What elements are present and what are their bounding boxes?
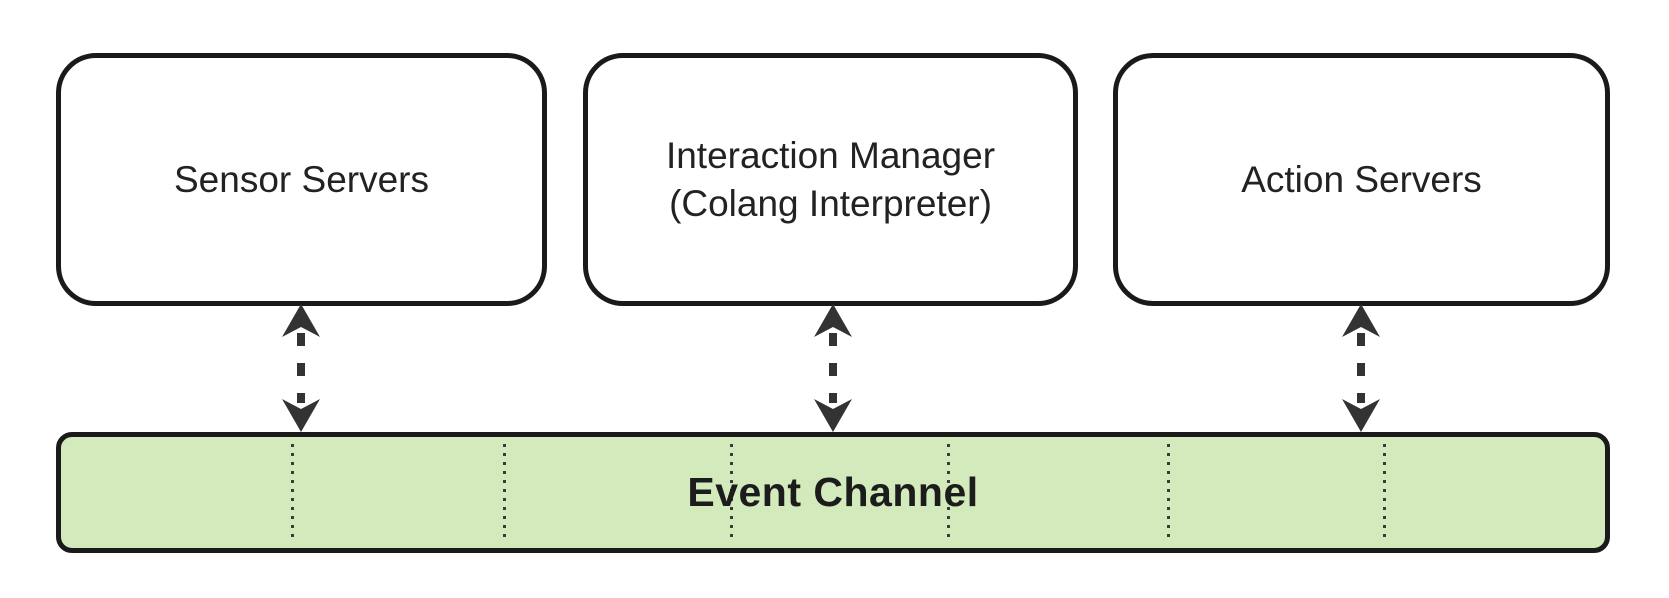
node-label: Action Servers xyxy=(1241,158,1482,200)
channel-divider-dotted-line xyxy=(291,444,295,541)
channel-divider-dotted-line xyxy=(502,444,506,541)
channel-divider-dotted-line xyxy=(947,444,951,541)
bidirectional-dashed-arrow-icon xyxy=(1342,304,1380,432)
event-channel-bar: Event Channel xyxy=(56,432,1610,553)
node-interaction-manager: Interaction Manager (Colang Interpreter) xyxy=(583,53,1078,306)
channel-divider-dotted-line xyxy=(1166,444,1170,541)
node-sensor-servers: Sensor Servers xyxy=(56,53,547,306)
bidirectional-dashed-arrow-icon xyxy=(814,304,852,432)
channel-divider-dotted-line xyxy=(729,444,733,541)
node-label-line2: (Colang Interpreter) xyxy=(669,182,992,224)
node-label: Sensor Servers xyxy=(174,158,429,200)
node-action-servers: Action Servers xyxy=(1113,53,1610,306)
node-label-line1: Interaction Manager xyxy=(665,135,996,177)
event-channel-label: Event Channel xyxy=(687,469,979,515)
bidirectional-dashed-arrow-icon xyxy=(282,304,320,432)
channel-divider-dotted-line xyxy=(1382,444,1386,541)
